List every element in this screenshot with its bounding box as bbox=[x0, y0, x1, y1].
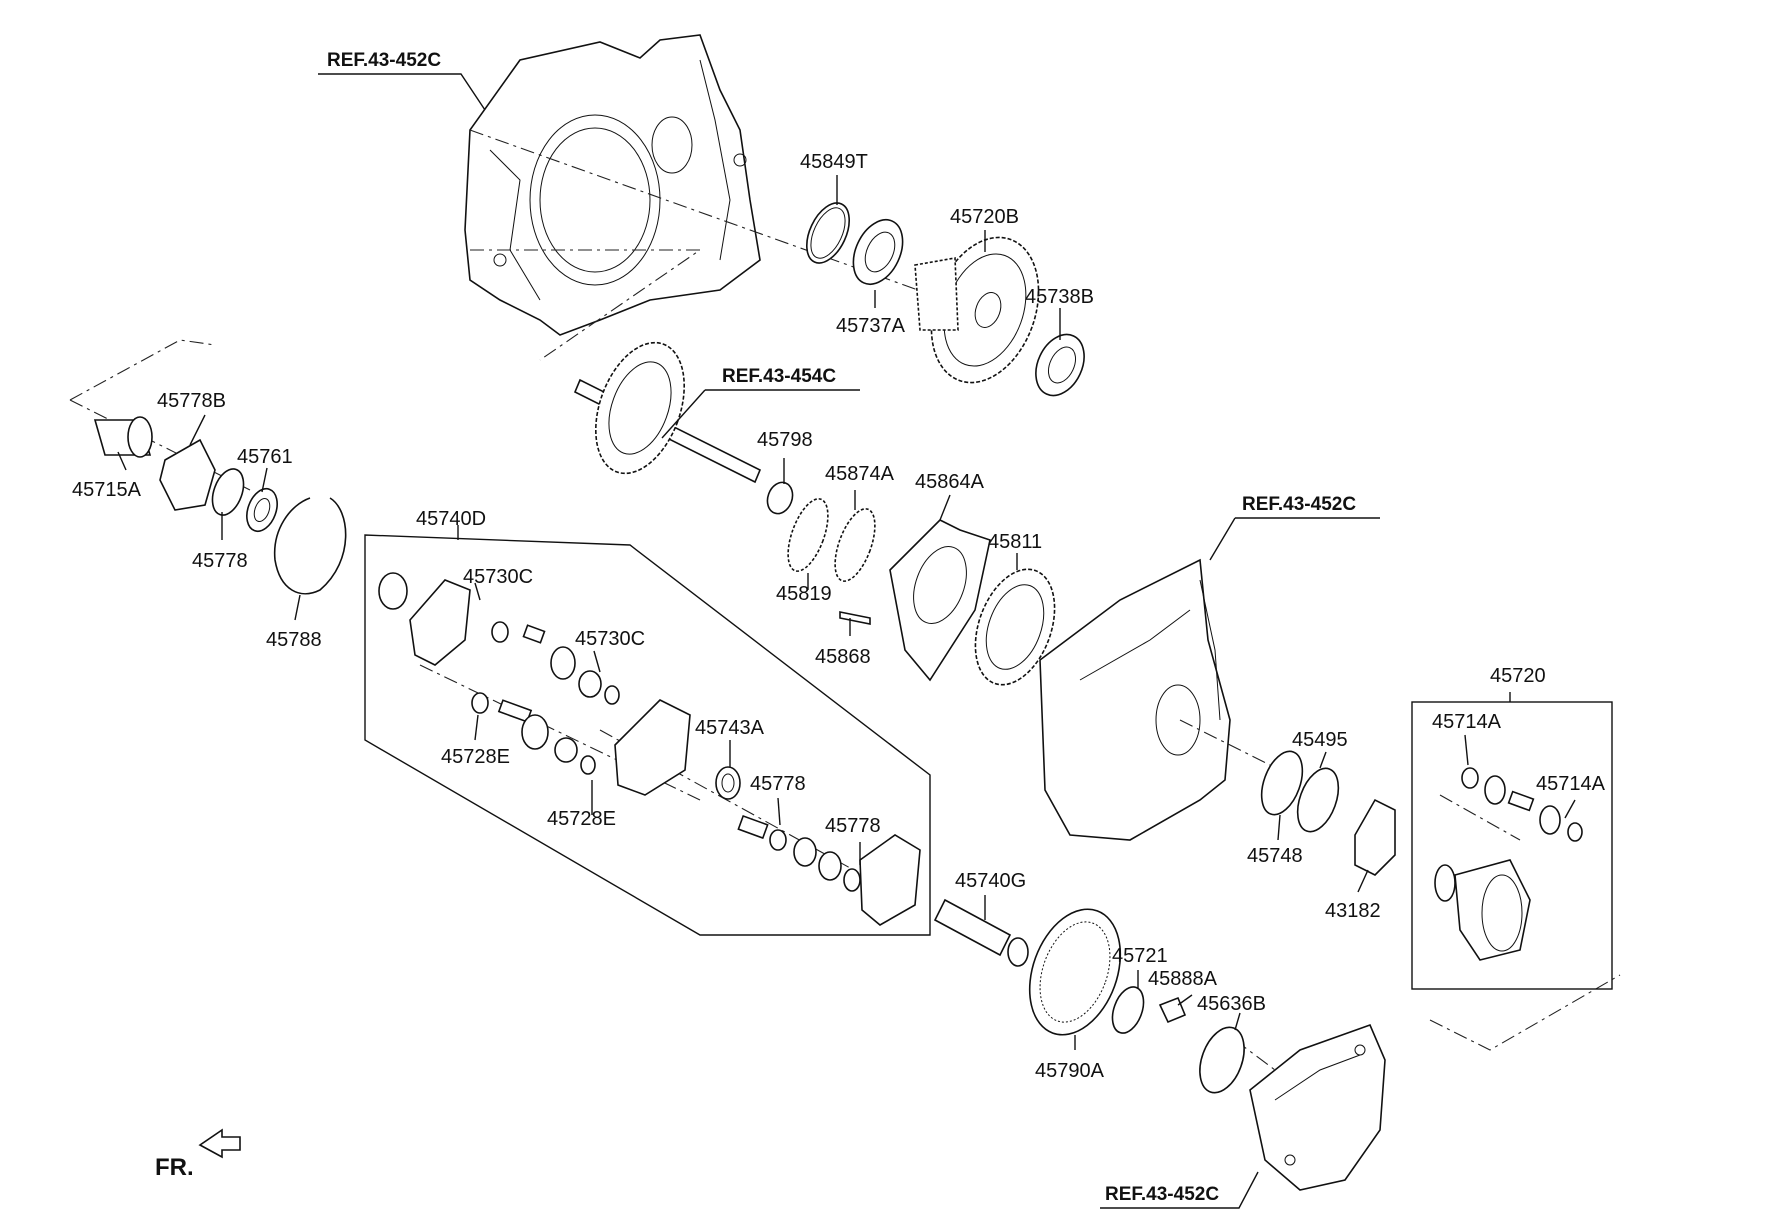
retainer-45778B[interactable] bbox=[159, 438, 216, 511]
lower-housing[interactable] bbox=[1039, 558, 1231, 841]
center-line-right bbox=[1439, 794, 1521, 841]
label-45495[interactable]: 45495 bbox=[1292, 729, 1348, 751]
differential-45720[interactable] bbox=[1434, 767, 1583, 961]
center-line-upper-frame bbox=[470, 249, 702, 361]
label-45714A-right[interactable]: 45714A bbox=[1536, 773, 1606, 795]
label-45730C-lower[interactable]: 45730C bbox=[575, 628, 645, 650]
gear-45720B[interactable] bbox=[912, 222, 1057, 397]
label-45874A[interactable]: 45874A bbox=[825, 463, 895, 485]
bearing-45743A[interactable] bbox=[715, 766, 741, 800]
label-45788[interactable]: 45788 bbox=[266, 629, 322, 651]
ref-label-upper[interactable]: REF.43-452C bbox=[327, 50, 441, 71]
label-45740D[interactable]: 45740D bbox=[416, 508, 486, 530]
plate-43182[interactable] bbox=[1354, 798, 1396, 876]
box-45720 bbox=[1411, 701, 1613, 990]
bolt-45868[interactable] bbox=[839, 611, 871, 625]
label-45761[interactable]: 45761 bbox=[237, 446, 293, 468]
planet-carrier-middle[interactable] bbox=[614, 699, 691, 796]
label-45819[interactable]: 45819 bbox=[776, 583, 832, 605]
label-45720[interactable]: 45720 bbox=[1490, 665, 1546, 687]
label-45778-left[interactable]: 45778 bbox=[192, 550, 248, 572]
label-45849T[interactable]: 45849T bbox=[800, 151, 868, 173]
label-45721[interactable]: 45721 bbox=[1112, 945, 1168, 967]
snap-ring-45788[interactable] bbox=[273, 497, 347, 595]
label-45748[interactable]: 45748 bbox=[1247, 845, 1303, 867]
label-45738B[interactable]: 45738B bbox=[1025, 286, 1094, 308]
shaft-45715A[interactable] bbox=[93, 416, 153, 458]
washer-45778-left[interactable] bbox=[207, 465, 250, 520]
bearing-45737A[interactable] bbox=[844, 212, 913, 292]
ring-gear-45790A[interactable] bbox=[1013, 897, 1136, 1048]
label-45811[interactable]: 45811 bbox=[988, 531, 1042, 553]
carrier-plate-45864A[interactable] bbox=[889, 519, 991, 682]
box-45740D bbox=[364, 534, 931, 936]
label-45778-mid[interactable]: 45778 bbox=[750, 773, 806, 795]
gear-45811[interactable] bbox=[961, 558, 1070, 695]
upper-housing[interactable] bbox=[464, 34, 761, 336]
snap-ring-45849T[interactable] bbox=[798, 196, 858, 269]
planet-gears-45730C[interactable] bbox=[491, 621, 620, 705]
label-45798[interactable]: 45798 bbox=[757, 429, 813, 451]
ref-label-lower-housing[interactable]: REF.43-452C bbox=[1242, 494, 1356, 515]
front-direction-arrow bbox=[198, 1128, 241, 1159]
pinions-45728E[interactable] bbox=[471, 692, 596, 775]
label-45888A[interactable]: 45888A bbox=[1148, 968, 1218, 990]
ring-45874A[interactable] bbox=[827, 504, 883, 586]
label-45778B[interactable]: 45778B bbox=[157, 390, 226, 412]
label-45740G[interactable]: 45740G bbox=[955, 870, 1026, 892]
leader-lines bbox=[117, 73, 1576, 1209]
center-line-lower bbox=[1179, 719, 1281, 771]
label-45737A[interactable]: 45737A bbox=[836, 315, 906, 337]
label-45868[interactable]: 45868 bbox=[815, 646, 871, 668]
seal-45748[interactable] bbox=[1254, 746, 1310, 820]
label-45778-right[interactable]: 45778 bbox=[825, 815, 881, 837]
center-line-right-b bbox=[1429, 974, 1621, 1051]
label-45728E-upper[interactable]: 45728E bbox=[441, 746, 510, 768]
label-45714A-left[interactable]: 45714A bbox=[1432, 711, 1502, 733]
label-45790A[interactable]: 45790A bbox=[1035, 1060, 1105, 1082]
ref-label-side-cover[interactable]: REF.43-452C bbox=[1105, 1184, 1219, 1205]
label-43182[interactable]: 43182 bbox=[1325, 900, 1381, 922]
center-line-left bbox=[69, 339, 216, 401]
label-45730C-upper[interactable]: 45730C bbox=[463, 566, 533, 588]
bearing-45738B[interactable] bbox=[1027, 327, 1094, 404]
planet-carrier-front[interactable] bbox=[378, 572, 471, 666]
ring-45819[interactable] bbox=[780, 494, 836, 576]
label-45720B[interactable]: 45720B bbox=[950, 206, 1019, 228]
side-cover[interactable] bbox=[1249, 1023, 1386, 1191]
center-line-planetary-a bbox=[419, 664, 701, 801]
seal-45636B[interactable] bbox=[1192, 1021, 1253, 1099]
label-45728E-lower[interactable]: 45728E bbox=[547, 808, 616, 830]
washer-45798[interactable] bbox=[763, 479, 796, 517]
shaft-45740G[interactable] bbox=[933, 898, 1029, 967]
clip-45888A[interactable] bbox=[1158, 996, 1187, 1024]
label-45715A[interactable]: 45715A bbox=[72, 479, 142, 501]
snap-ring-45721[interactable] bbox=[1107, 983, 1150, 1038]
planet-carrier-rear[interactable] bbox=[859, 834, 921, 926]
bearing-45761[interactable] bbox=[241, 485, 282, 536]
input-shaft[interactable] bbox=[573, 330, 762, 485]
pinion-set-45778[interactable] bbox=[737, 814, 861, 892]
front-direction-label: FR. bbox=[155, 1154, 194, 1181]
label-45864A[interactable]: 45864A bbox=[915, 471, 985, 493]
ref-label-shaft[interactable]: REF.43-454C bbox=[722, 366, 836, 387]
label-45743A[interactable]: 45743A bbox=[695, 717, 765, 739]
center-line-left-b bbox=[69, 399, 251, 491]
label-45636B[interactable]: 45636B bbox=[1197, 993, 1266, 1015]
ring-45495[interactable] bbox=[1290, 763, 1346, 837]
